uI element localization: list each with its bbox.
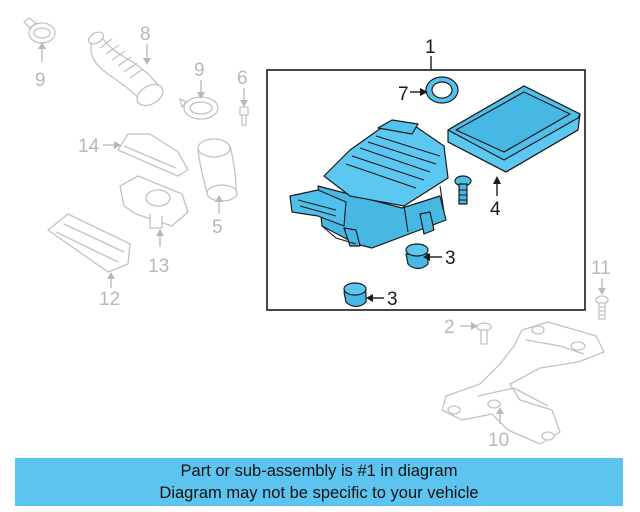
- bracket-part: [441, 321, 605, 445]
- seal-ring: [425, 76, 459, 104]
- callout-2: 2: [444, 317, 455, 338]
- mount-bolt: [454, 175, 472, 205]
- sensor-part: [239, 106, 249, 126]
- callout-10: 10: [488, 430, 509, 450]
- callout-6: 6: [237, 68, 248, 89]
- banner-line-2: Diagram may not be specific to your vehi…: [159, 484, 479, 502]
- lower-duct-part: [47, 213, 131, 273]
- bolt-right-part: [595, 295, 609, 320]
- callout-9-top: 9: [35, 70, 46, 91]
- callout-11: 11: [591, 258, 611, 279]
- outlet-duct-part: [197, 138, 238, 202]
- resonator-part: [119, 175, 189, 229]
- banner-line-1: Part or sub-assembly is #1 in diagram: [180, 462, 458, 480]
- parts-diagram: 9 8 9 6 14 5: [23, 17, 611, 450]
- callout-7: 7: [398, 84, 409, 105]
- callout-1: 1: [425, 37, 436, 58]
- callout-4: 4: [490, 199, 501, 220]
- inlet-duct-part: [117, 133, 189, 177]
- callout-12: 12: [99, 289, 120, 310]
- filter-element: [447, 85, 581, 173]
- assembly-box: [266, 69, 586, 311]
- clamp-top-part: [23, 17, 56, 44]
- callout-13: 13: [148, 256, 169, 277]
- clamp-mid-part: [179, 96, 219, 120]
- callout-9-mid: 9: [194, 60, 205, 81]
- intake-hose-part: [87, 31, 164, 107]
- grommet-lower: [343, 282, 367, 308]
- callout-14: 14: [78, 136, 100, 157]
- grommet-upper: [405, 243, 429, 270]
- info-banner: Part or sub-assembly is #1 in diagram Di…: [15, 458, 623, 506]
- callout-3-upper: 3: [445, 248, 456, 269]
- callout-5: 5: [212, 217, 223, 238]
- air-cleaner-housing: [289, 119, 449, 249]
- callout-8: 8: [140, 24, 151, 45]
- callout-3-lower: 3: [387, 289, 398, 310]
- bolt-left-part: [476, 322, 492, 345]
